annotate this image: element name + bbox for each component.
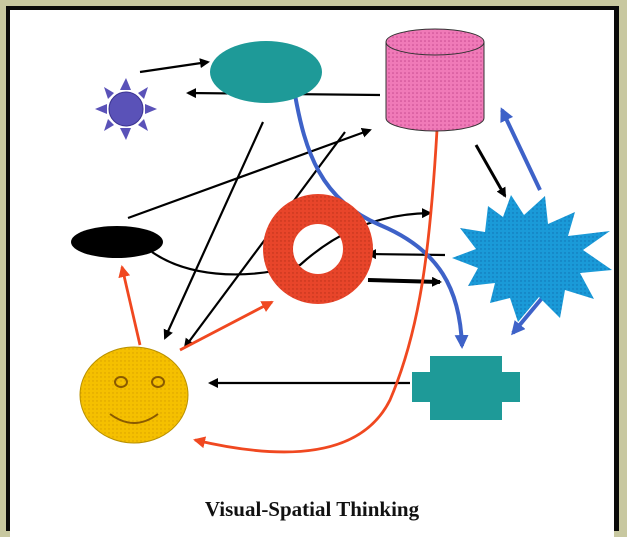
- arrow-blackellipse-curve: [151, 208, 432, 276]
- teal-cross: [412, 356, 520, 420]
- arrow-cylinder-to-burst: [474, 144, 507, 198]
- purple-sun: [95, 78, 157, 140]
- mouth: [109, 413, 159, 424]
- arrow-burst-to-cylinder: [500, 107, 542, 191]
- teal-ellipse: [210, 41, 322, 103]
- left-eye: [114, 376, 128, 388]
- black-arrows: [127, 58, 507, 388]
- pink-cylinder: [385, 28, 485, 132]
- arrow-ellipse-to-face: [163, 121, 265, 340]
- arrow-sun-to-ellipse: [139, 58, 210, 74]
- right-eye: [151, 376, 165, 388]
- arrow-ring-to-burst: [367, 276, 442, 287]
- red-arrows: [118, 129, 439, 454]
- arrow-face-to-blackellipse: [118, 265, 142, 346]
- red-ring: [263, 194, 373, 304]
- smiley-face: [79, 346, 189, 444]
- arrow-cylinder-to-face-red: [193, 129, 439, 454]
- arrow-burst-to-ring: [366, 249, 446, 260]
- diagram-caption: Visual-Spatial Thinking: [204, 497, 420, 521]
- arrow-ellipse-to-cross: [293, 94, 469, 349]
- black-ellipse: [71, 226, 163, 258]
- arrow-face-to-ring: [179, 300, 274, 352]
- blue-starburst: [452, 195, 612, 322]
- arrow-blackellipse-to-cylinder: [127, 128, 372, 220]
